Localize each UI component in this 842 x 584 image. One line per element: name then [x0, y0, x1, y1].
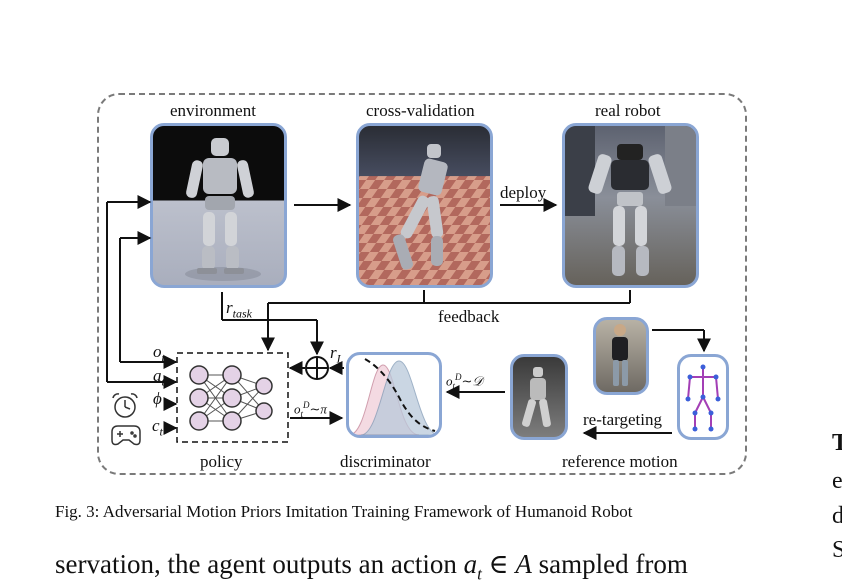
input-action: at [153, 366, 165, 389]
environment-panel [150, 123, 287, 288]
discriminator-label: discriminator [340, 452, 431, 471]
real-robot-label: real robot [595, 101, 661, 120]
body-text-line: servation, the agent outputs an action a… [55, 549, 688, 584]
side-column-char-2: e [832, 468, 842, 494]
checkerboard-sim-image [359, 144, 490, 285]
side-column-char-4: S [832, 537, 842, 563]
side-column-char-3: d [832, 503, 842, 529]
human-photo [612, 324, 628, 386]
deploy-label: deploy [500, 183, 547, 202]
skeleton-panel [677, 354, 729, 440]
environment-label: environment [170, 101, 256, 120]
reference-motion-sim-panel [510, 354, 568, 440]
sample-from-policy-label: otD∼π [294, 400, 327, 419]
real-robot-panel [562, 123, 699, 288]
r-imitation-label: rI [330, 343, 341, 366]
humanoid-robot-sim-image [185, 138, 261, 281]
side-column-char-1: T [832, 430, 842, 456]
gamepad-icon [111, 425, 141, 446]
sample-from-dataset-label: otD∼𝒟 [446, 372, 483, 391]
figure-caption: Fig. 3: Adversarial Motion Priors Imitat… [55, 502, 633, 521]
neural-network-nodes [189, 365, 273, 431]
input-phase: ϕ [153, 389, 162, 408]
figure-frame [97, 93, 747, 475]
input-observation: ot [153, 342, 165, 365]
r-task-label: rtask [226, 298, 252, 321]
distribution-curves [349, 358, 439, 435]
reference-robot-image [522, 367, 551, 428]
alarm-clock-icon [112, 393, 138, 418]
policy-label: policy [200, 452, 243, 471]
reference-motion-label: reference motion [562, 452, 678, 471]
real-robot-photo [565, 126, 696, 276]
policy-box [176, 352, 289, 443]
skeleton-figure [685, 364, 721, 432]
input-command: ct [152, 416, 163, 439]
feedback-label: feedback [438, 307, 500, 326]
plus-circle-icon [305, 356, 329, 380]
human-motion-photo-panel [593, 317, 649, 395]
cross-validation-label: cross-validation [366, 101, 475, 120]
retargeting-label: re-targeting [583, 410, 662, 429]
discriminator-panel [346, 352, 442, 438]
cross-validation-panel [356, 123, 493, 288]
